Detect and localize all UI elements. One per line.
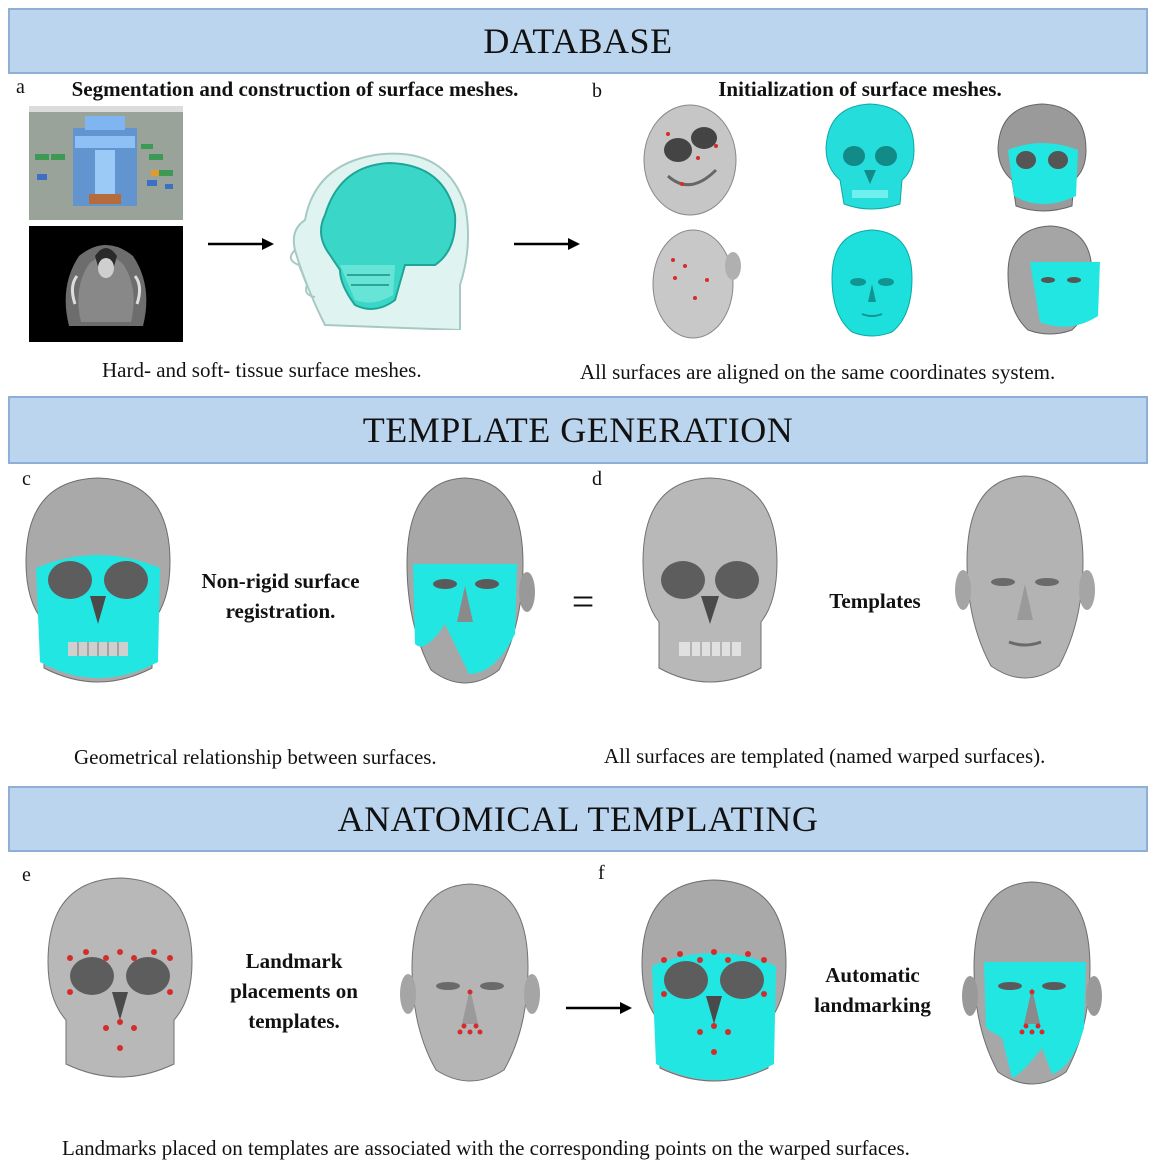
section-banner-template-generation: TEMPLATE GENERATION (8, 396, 1148, 464)
section-banner-anatomical-templating: ANATOMICAL TEMPLATING (8, 786, 1148, 852)
skull-mesh-cyan-image (820, 100, 920, 215)
skull-auto-landmarked-image (634, 874, 794, 1098)
panel-d-label: Templates (800, 586, 950, 616)
arrow-right-icon (512, 236, 582, 252)
panel-a-title: Segmentation and construction of surface… (60, 74, 530, 104)
arrow-right-icon (564, 1000, 634, 1016)
panel-letter-b: b (592, 80, 602, 103)
panel-c-caption: Geometrical relationship between surface… (74, 745, 437, 770)
face-registration-image (395, 474, 535, 699)
section-title-template-generation: TEMPLATE GENERATION (363, 409, 793, 451)
panel-c-label: Non-rigid surface registration. (178, 566, 383, 626)
skull-head-profile-image (285, 135, 485, 330)
face-mesh-overlay-image (1000, 222, 1100, 340)
panel-letter-d: d (592, 468, 602, 491)
section-title-database: DATABASE (483, 20, 672, 62)
panel-e-label: Landmark placements on templates. (210, 946, 378, 1036)
skull-registration-image (18, 472, 178, 702)
skull-mesh-unaligned-image (638, 100, 748, 218)
panel-d-caption: All surfaces are templated (named warped… (604, 744, 1045, 769)
arrow-right-icon (206, 236, 276, 252)
skull-mesh-overlay-image (992, 100, 1092, 218)
ct-slice-image (29, 226, 183, 342)
face-landmarked-template-image (400, 880, 540, 1095)
panel-f-label: Automatic landmarking (800, 960, 945, 1020)
bottom-caption: Landmarks placed on templates are associ… (62, 1136, 910, 1161)
face-mesh-cyan-image (822, 226, 922, 341)
panel-letter-f: f (598, 862, 605, 885)
face-auto-landmarked-image (962, 878, 1102, 1100)
panel-a-caption: Hard- and soft- tissue surface meshes. (102, 358, 422, 383)
segmentation-software-image (29, 106, 183, 220)
equals-sign: = (560, 582, 606, 622)
section-title-anatomical-templating: ANATOMICAL TEMPLATING (338, 798, 819, 840)
section-banner-database: DATABASE (8, 8, 1148, 74)
panel-b-caption: All surfaces are aligned on the same coo… (580, 360, 1055, 385)
panel-letter-e: e (22, 864, 31, 887)
skull-template-image (635, 472, 785, 700)
panel-letter-a: a (16, 76, 25, 99)
skull-landmarked-template-image (40, 872, 200, 1094)
face-mesh-unaligned-image (645, 226, 745, 341)
face-template-image (955, 472, 1095, 692)
